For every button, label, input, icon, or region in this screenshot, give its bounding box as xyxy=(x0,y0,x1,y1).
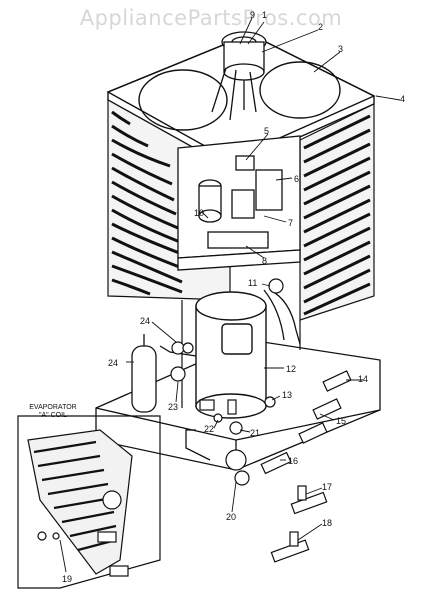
leader-lines xyxy=(59,17,401,573)
compressor xyxy=(195,291,267,419)
inset-label-line1: EVAPORATOR xyxy=(29,404,77,411)
accumulator xyxy=(131,334,157,413)
callout-16: 16 xyxy=(288,456,298,466)
callout-12: 12 xyxy=(286,364,296,374)
fan-motor xyxy=(211,31,267,121)
callout-15: 15 xyxy=(336,416,346,426)
right-condenser-coil xyxy=(299,103,375,321)
callout-21: 21 xyxy=(250,428,260,438)
callout-19: 19 xyxy=(62,574,72,584)
callout-22: 22 xyxy=(204,424,214,434)
callout-14: 14 xyxy=(358,374,368,384)
callout-8: 8 xyxy=(262,256,267,266)
callout-3: 3 xyxy=(338,44,343,54)
callout-4: 4 xyxy=(400,94,405,104)
callout-13: 13 xyxy=(282,390,292,400)
callout-24-accumulator: 24 xyxy=(108,358,118,368)
evaporator-inset xyxy=(17,415,161,589)
control-box xyxy=(177,135,301,271)
callout-7: 7 xyxy=(288,218,293,228)
callout-10: 10 xyxy=(194,208,204,218)
inset-label-line2: "A" COIL xyxy=(39,412,67,419)
callout-18: 18 xyxy=(322,518,332,528)
callout-24-valve: 24 xyxy=(140,316,150,326)
callout-6: 6 xyxy=(294,174,299,184)
callout-numbers: 1 2 3 4 5 6 7 8 9 10 11 12 13 14 15 16 1… xyxy=(62,10,405,584)
fitting-18 xyxy=(270,531,310,563)
callout-5: 5 xyxy=(264,126,269,136)
valves-and-fittings xyxy=(170,278,352,486)
callout-17: 17 xyxy=(322,482,332,492)
callout-9: 9 xyxy=(250,10,255,20)
callout-20: 20 xyxy=(226,512,236,522)
callout-1: 1 xyxy=(262,10,267,20)
callout-2: 2 xyxy=(318,22,323,32)
callout-11: 11 xyxy=(248,278,257,288)
callout-23: 23 xyxy=(168,402,178,412)
evaporator-inset-label: EVAPORATOR "A" COIL xyxy=(18,404,88,420)
watermark-text: AppliancePartsPros.com xyxy=(79,6,343,30)
fitting-17 xyxy=(290,485,328,515)
